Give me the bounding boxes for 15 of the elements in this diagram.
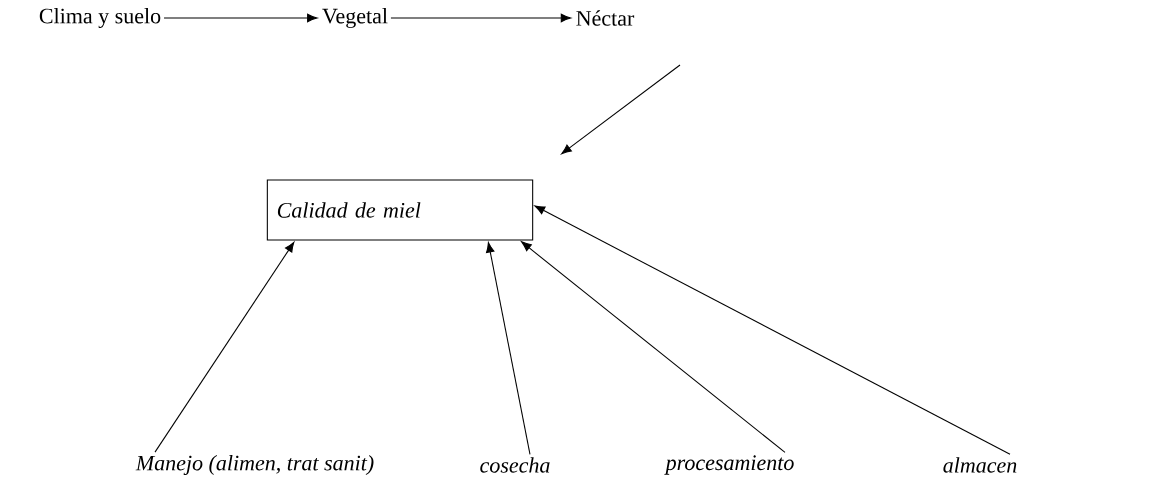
factor-label: cosecha xyxy=(480,457,550,473)
factor-label: almacen xyxy=(943,457,1017,473)
factor-label: Manejo (alimen, trat sanit) xyxy=(135,455,374,475)
flow-label: Clima y suelo xyxy=(39,8,161,28)
arrow xyxy=(534,205,1011,455)
factor-label: procesamiento xyxy=(664,455,794,475)
quality-box: Calidad de miel xyxy=(266,179,534,241)
arrow xyxy=(163,13,318,23)
flow-label: Néctar xyxy=(576,10,635,26)
arrow xyxy=(521,241,786,453)
flow-label: Vegetal xyxy=(322,8,388,28)
arrow xyxy=(390,13,572,23)
arrow xyxy=(561,64,681,155)
arrow xyxy=(154,241,295,453)
arrow xyxy=(486,242,531,455)
